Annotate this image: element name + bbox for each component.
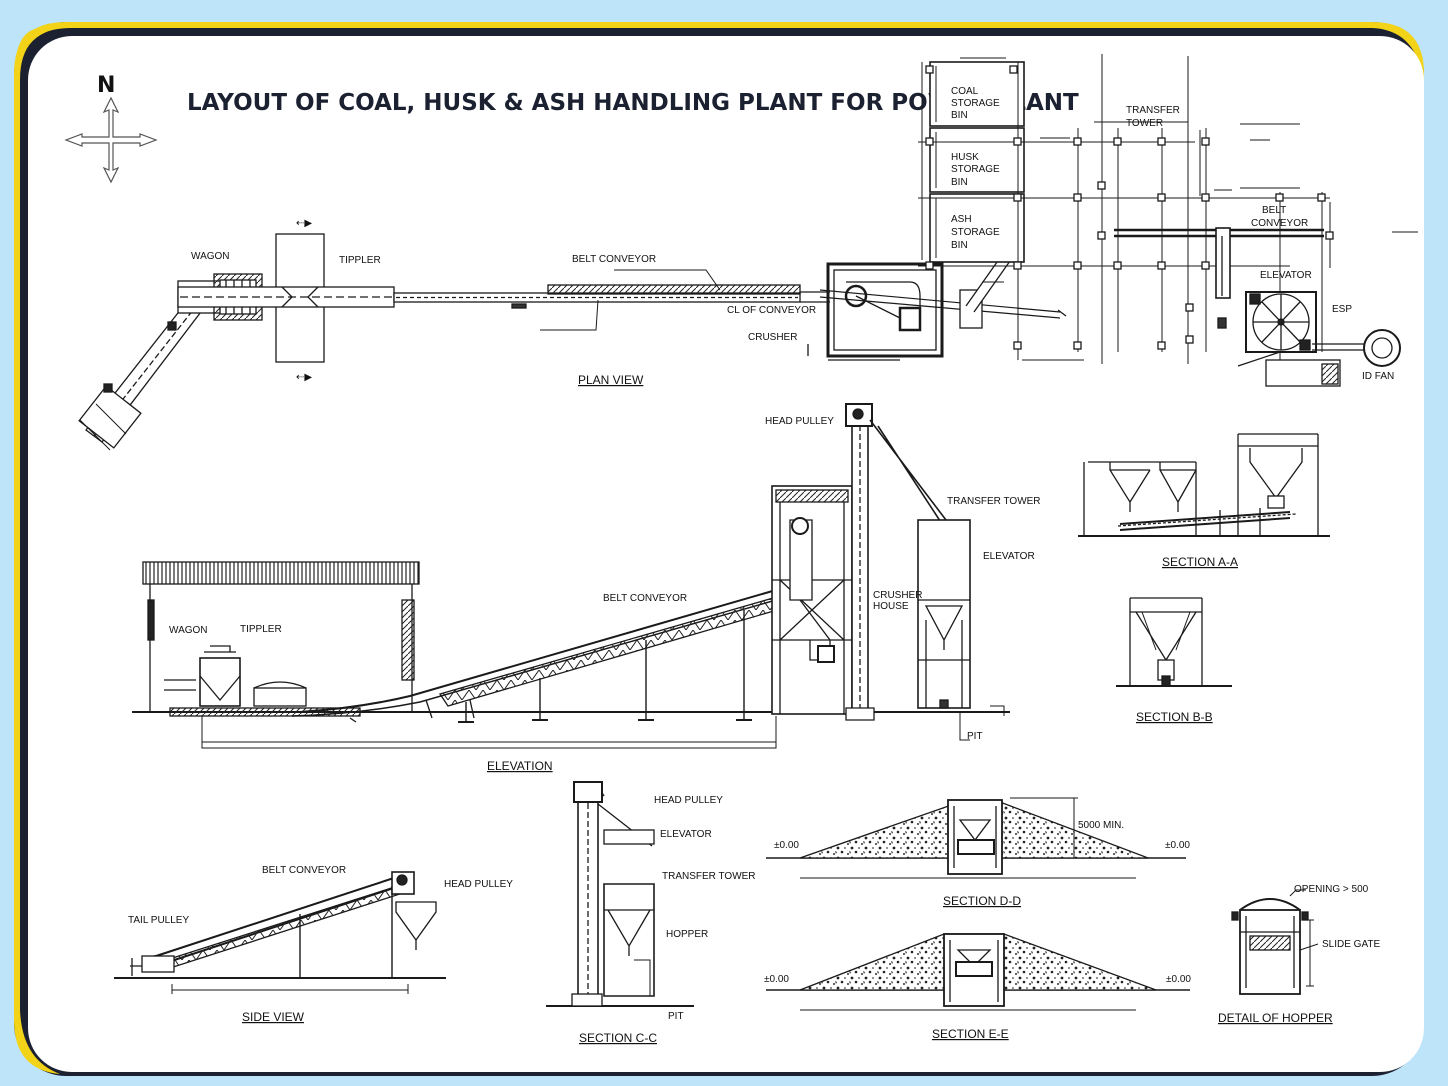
elevation-labels: HEAD PULLEY TRANSFER TOWER ELEVATOR CRUS… xyxy=(169,416,1041,773)
cc-transfer-tower-label: TRANSFER TOWER xyxy=(662,871,756,882)
coal-bin-line1: COAL xyxy=(951,86,979,97)
plan-wagon-label: WAGON xyxy=(191,251,230,262)
section-cc xyxy=(546,781,694,1007)
dd-level-right: ±0.00 xyxy=(1165,840,1190,851)
husk-bin-line2: STORAGE xyxy=(951,164,1000,175)
elev-wagon-label: WAGON xyxy=(169,625,208,636)
plan-elevator-label: ELEVATOR xyxy=(1260,270,1312,281)
section-bb-title: SECTION B-B xyxy=(1136,710,1213,724)
hopper-detail-labels: OPENING > 500 SLIDE GATE DETAIL OF HOPPE… xyxy=(1218,884,1380,1025)
husk-bin-line1: HUSK xyxy=(951,152,979,163)
elev-pit-label: PIT xyxy=(967,731,983,742)
svg-text:⇠▶: ⇠▶ xyxy=(296,372,312,383)
cc-pit-label: PIT xyxy=(668,1011,684,1022)
section-aa-title: SECTION A-A xyxy=(1162,555,1238,569)
side-view-labels: BELT CONVEYOR HEAD PULLEY TAIL PULLEY SI… xyxy=(128,865,513,1024)
cc-head-pulley-label: HEAD PULLEY xyxy=(654,795,723,806)
dd-level-left: ±0.00 xyxy=(774,840,799,851)
ash-bin-line1: ASH xyxy=(951,214,972,225)
svg-text:⇠▶: ⇠▶ xyxy=(296,218,312,229)
section-dd-labels: 5000 MIN. ±0.00 ±0.00 SECTION D-D xyxy=(774,820,1190,908)
plan-transfer-tower-line2: TOWER xyxy=(1126,118,1163,129)
ash-bin-line2: STORAGE xyxy=(951,227,1000,238)
hopper-detail xyxy=(1231,889,1319,995)
side-belt-conveyor-label: BELT CONVEYOR xyxy=(262,865,346,876)
plan-view-title: PLAN VIEW xyxy=(578,373,644,387)
elev-crusher-house-line2: HOUSE xyxy=(873,601,909,612)
plan-tippler-label: TIPPLER xyxy=(339,255,381,266)
coal-bin-line3: BIN xyxy=(951,110,968,121)
hopper-slide-gate-label: SLIDE GATE xyxy=(1322,939,1380,950)
north-label: N xyxy=(97,73,115,98)
elev-transfer-tower-label: TRANSFER TOWER xyxy=(947,496,1041,507)
side-view-title: SIDE VIEW xyxy=(242,1010,305,1024)
cc-elevator-label: ELEVATOR xyxy=(660,829,712,840)
ee-level-right: ±0.00 xyxy=(1166,974,1191,985)
hopper-detail-title: DETAIL OF HOPPER xyxy=(1218,1011,1333,1025)
plan-crusher-label: CRUSHER xyxy=(748,332,797,343)
section-ee xyxy=(766,933,1190,1011)
section-dd-title: SECTION D-D xyxy=(943,894,1021,908)
section-aa xyxy=(1078,433,1330,537)
plan-belt-conveyor2-line2: CONVEYOR xyxy=(1251,218,1308,229)
ee-level-left: ±0.00 xyxy=(764,974,789,985)
section-cc-title: SECTION C-C xyxy=(579,1031,657,1045)
side-view xyxy=(114,871,446,994)
elevation-title: ELEVATION xyxy=(487,759,553,773)
section-bb xyxy=(1116,597,1232,687)
side-tail-pulley-label: TAIL PULLEY xyxy=(128,915,189,926)
plan-labels: WAGON TIPPLER BELT CONVEYOR CL OF CONVEY… xyxy=(191,86,1394,387)
side-head-pulley-label: HEAD PULLEY xyxy=(444,879,513,890)
frame-border xyxy=(14,22,1424,1076)
cc-hopper-label: HOPPER xyxy=(666,929,708,940)
plan-id-fan-label: ID FAN xyxy=(1362,371,1394,382)
elevation-view xyxy=(132,403,1010,749)
section-dd xyxy=(766,797,1186,879)
elev-tippler-label: TIPPLER xyxy=(240,624,282,635)
elev-crusher-house-line1: CRUSHER xyxy=(873,590,922,601)
husk-bin-line3: BIN xyxy=(951,177,968,188)
coal-bin-line2: STORAGE xyxy=(951,98,1000,109)
plan-view: ⇠▶ ⇠▶ xyxy=(78,54,1418,451)
plan-belt-conveyor2-line1: BELT xyxy=(1262,205,1286,216)
elev-head-pulley-label: HEAD PULLEY xyxy=(765,416,834,427)
plan-wagon-track xyxy=(78,289,211,451)
plan-transfer-tower-line1: TRANSFER xyxy=(1126,105,1180,116)
plan-esp-label: ESP xyxy=(1332,304,1352,315)
plan-belt-conveyor-label: BELT CONVEYOR xyxy=(572,254,656,265)
section-cc-labels: HEAD PULLEY ELEVATOR TRANSFER TOWER HOPP… xyxy=(579,795,756,1045)
hopper-opening-label: OPENING > 500 xyxy=(1294,884,1369,895)
dd-height-label: 5000 MIN. xyxy=(1078,820,1124,831)
section-ee-labels: ±0.00 ±0.00 SECTION E-E xyxy=(764,974,1191,1041)
section-ee-title: SECTION E-E xyxy=(932,1027,1009,1041)
north-arrow-icon: N xyxy=(64,73,158,184)
ash-bin-line3: BIN xyxy=(951,240,968,251)
plan-cl-conveyor-label: CL OF CONVEYOR xyxy=(727,305,816,316)
elev-elevator-label: ELEVATOR xyxy=(983,551,1035,562)
elev-belt-conveyor-label: BELT CONVEYOR xyxy=(603,593,687,604)
